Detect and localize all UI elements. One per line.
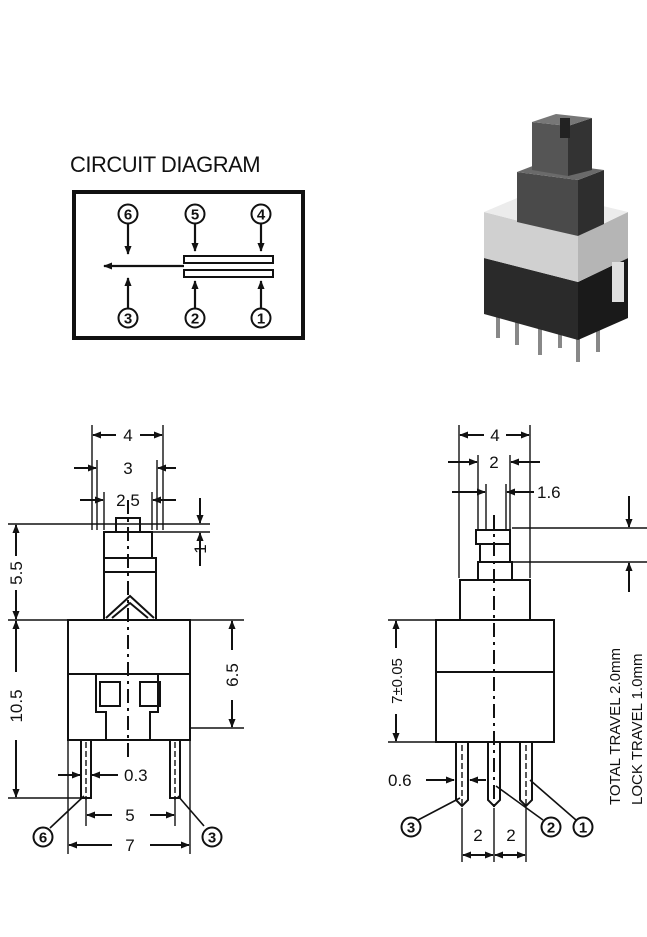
- circuit-pin-3: 3: [117, 307, 139, 329]
- side-dim-top-width: 4: [490, 426, 499, 445]
- photo-actuator-side: [578, 170, 604, 236]
- switch-photo: [484, 114, 628, 362]
- front-view-extension-lines: [8, 425, 244, 854]
- circuit-pin-3-label: 3: [124, 311, 132, 328]
- circuit-pin-5: 5: [184, 203, 206, 225]
- front-pin-label-6: 6: [32, 826, 54, 848]
- circuit-pin-1: 1: [250, 307, 272, 329]
- circuit-pin-2-label: 2: [191, 311, 199, 328]
- photo-plunger-slot: [560, 118, 570, 138]
- side-view-drawing: 4 2 1.6 7±0.05 0.6 2 2 TOTAL TRAVEL 2.0m…: [388, 425, 647, 862]
- front-dim-upper-height: 5.5: [7, 561, 26, 585]
- photo-body-side: [578, 212, 628, 282]
- circuit-pin-4: 4: [250, 203, 272, 225]
- circuit-pin-6-label: 6: [124, 207, 132, 224]
- front-dim-stem-slot: 1: [191, 544, 210, 553]
- side-pin-label-3-text: 3: [407, 820, 415, 837]
- photo-plunger-front: [532, 122, 568, 176]
- front-dim-body-mid-height: 6.5: [223, 663, 242, 687]
- side-dim-inner-width: 2: [489, 453, 498, 472]
- circuit-pin-4-label: 4: [257, 207, 266, 224]
- side-dim-body-height: 7±0.05: [389, 658, 406, 704]
- front-dim-stem-width: 2.5: [116, 491, 140, 510]
- photo-base-front: [484, 258, 578, 340]
- circuit-pin-5-label: 5: [191, 207, 199, 224]
- photo-plunger-side: [568, 118, 592, 176]
- side-dim-pin-width: 0.6: [388, 771, 412, 790]
- circuit-diagram-title: CIRCUIT DIAGRAM: [70, 152, 260, 177]
- front-dim-pin-thickness: 0.3: [124, 766, 148, 785]
- side-pin-label-2-text: 2: [547, 820, 555, 837]
- circuit-slider-upper: [183, 255, 274, 264]
- circuit-diagram-frame: [72, 190, 305, 340]
- front-view-outline: [67, 517, 191, 799]
- front-dim-body-height: 10.5: [7, 689, 26, 722]
- photo-body-front: [484, 212, 578, 282]
- front-view-dimension-lines: [12, 431, 236, 849]
- photo-actuator-front: [517, 172, 578, 236]
- side-lock-travel: LOCK TRAVEL 1.0mm: [629, 654, 646, 805]
- side-dim-pitch-right: 2: [506, 826, 515, 845]
- side-pin-label-1-text: 1: [579, 820, 587, 837]
- front-pin-label-3-text: 3: [208, 830, 216, 847]
- circuit-diagram: CIRCUIT DIAGRAM 6 5 4 3 2 1: [70, 152, 305, 340]
- front-view-drawing: 4 3 2.5 1 5.5 10.5 6.5 0.3 5 7 6 3: [7, 425, 244, 855]
- side-total-travel: TOTAL TRAVEL 2.0mm: [607, 648, 624, 805]
- circuit-contact-lines: [103, 224, 265, 308]
- side-dim-pitch-left: 2: [473, 826, 482, 845]
- circuit-pin-1-label: 1: [257, 311, 265, 328]
- side-view-dimension-lines: [392, 431, 633, 859]
- photo-clip: [612, 262, 624, 302]
- front-dim-overall-width: 7: [125, 836, 134, 855]
- front-pin-label-3: 3: [201, 826, 223, 848]
- side-pin-label-3: 3: [400, 816, 422, 838]
- side-view-extension-lines: [388, 425, 647, 862]
- circuit-pin-6: 6: [117, 203, 139, 225]
- front-pin-label-6-text: 6: [39, 830, 47, 847]
- circuit-pin-2: 2: [184, 307, 206, 329]
- circuit-slider-lower: [183, 269, 274, 278]
- front-pin-leaders: [49, 795, 205, 829]
- front-dim-top-width: 4: [123, 426, 132, 445]
- front-dim-pin-spacing: 5: [125, 806, 134, 825]
- side-pin-leaders: [417, 779, 577, 821]
- side-dim-stem-width: 1.6: [537, 483, 561, 502]
- front-dim-upper-width: 3: [123, 459, 132, 478]
- side-pin-label-1: 1: [572, 816, 594, 838]
- side-pin-label-2: 2: [540, 816, 562, 838]
